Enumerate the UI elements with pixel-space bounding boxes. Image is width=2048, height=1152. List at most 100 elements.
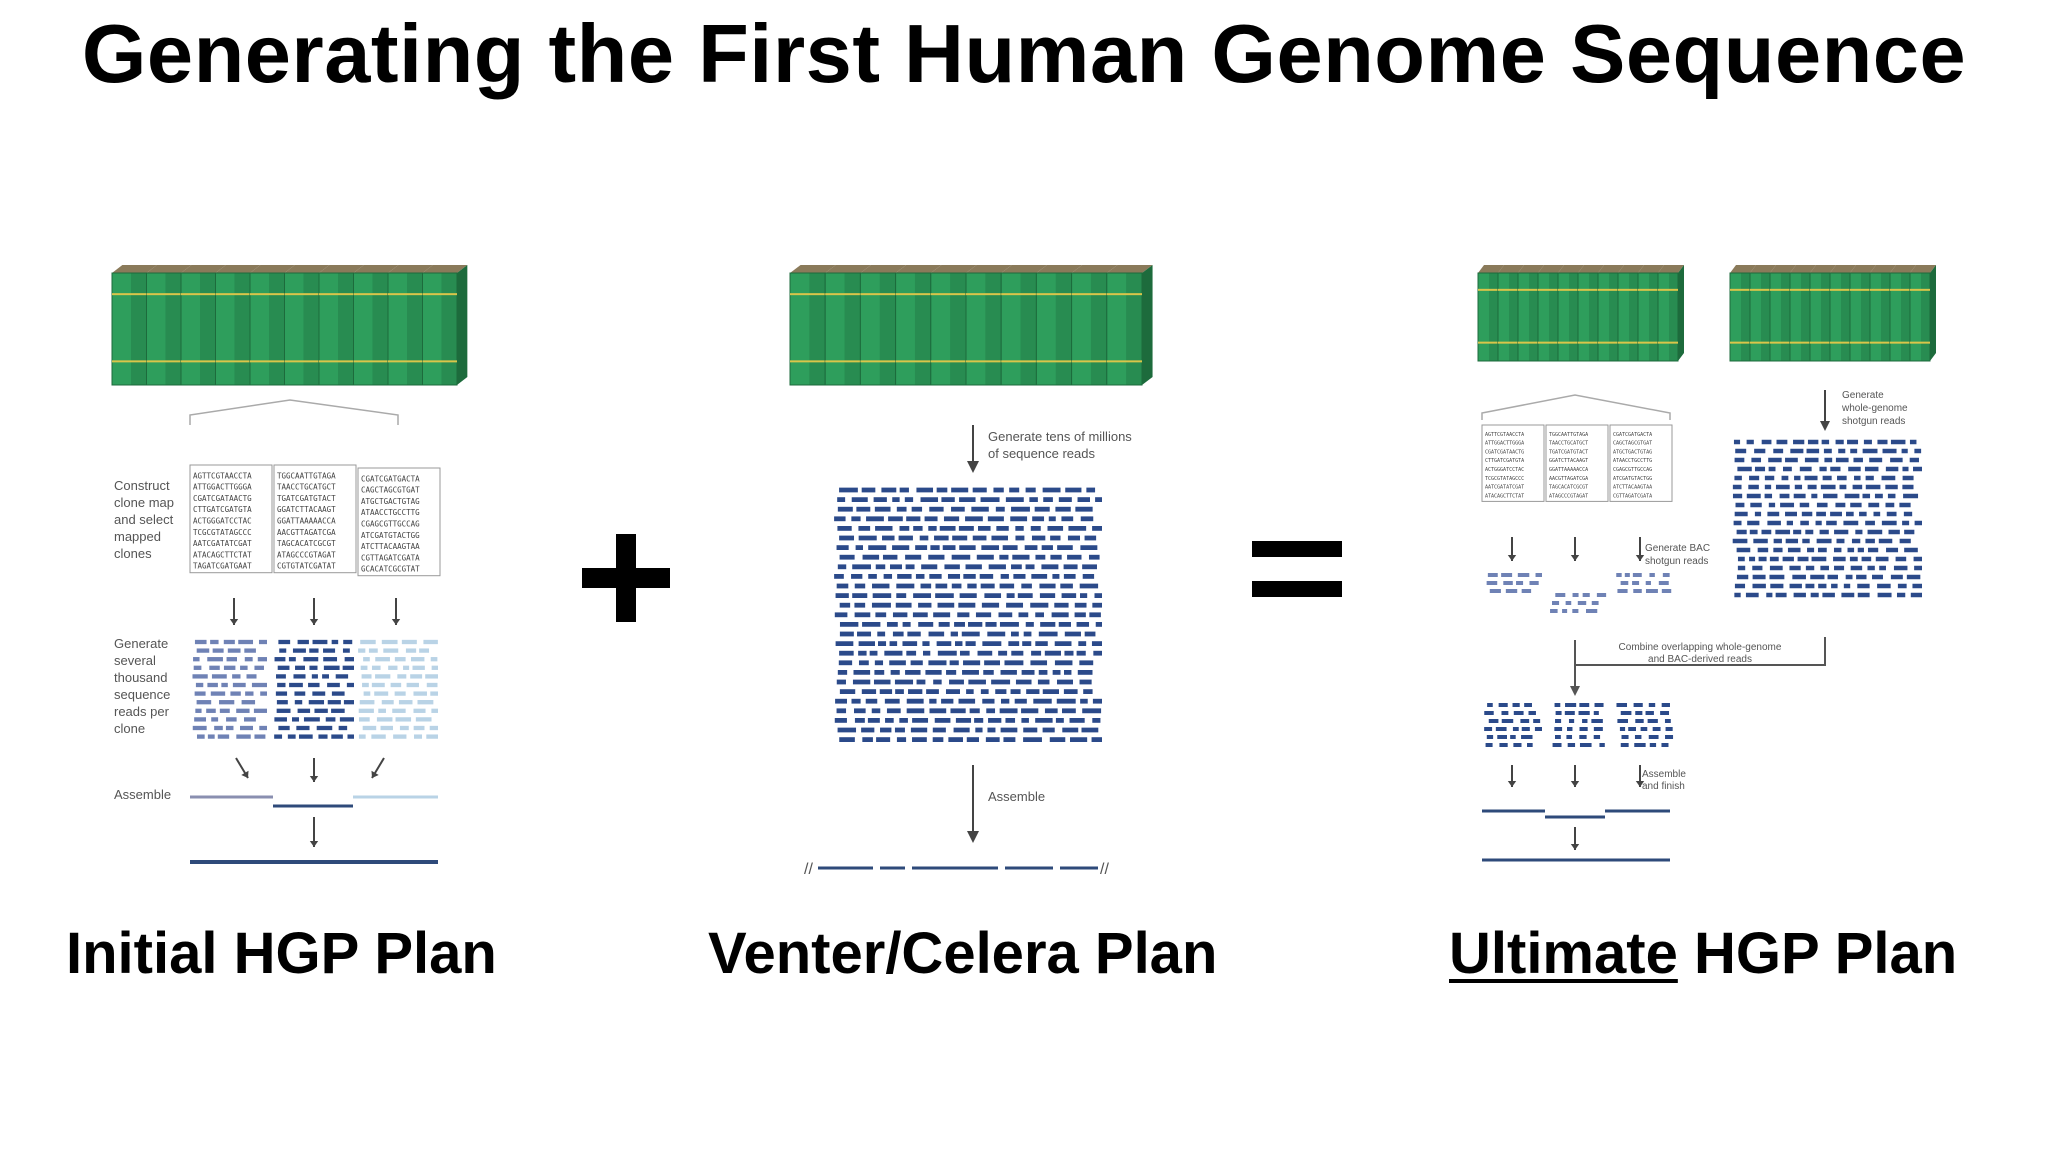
ultimate-word: Ultimate bbox=[1449, 921, 1678, 986]
svg-text:ATCTTACAAGTAA: ATCTTACAAGTAA bbox=[361, 542, 420, 551]
svg-text:TCGCGTATAGCCC: TCGCGTATAGCCC bbox=[193, 528, 252, 537]
svg-text:ATAACCTGCCTTG: ATAACCTGCCTTG bbox=[361, 508, 420, 517]
down-arrow bbox=[967, 831, 979, 843]
clone-reads bbox=[192, 639, 438, 739]
construct-label: Construct clone map and select mapped cl… bbox=[114, 478, 174, 561]
svg-text:TAGCACATCGCGT: TAGCACATCGCGT bbox=[1549, 485, 1588, 491]
arrows bbox=[229, 598, 401, 847]
venter-celera-diagram: Generate tens of millions of sequence re… bbox=[788, 265, 1168, 885]
svg-text:TAGCACATCGCGT: TAGCACATCGCGT bbox=[277, 539, 336, 548]
svg-text:AGTTCGTAACCTA: AGTTCGTAACCTA bbox=[1485, 432, 1524, 438]
svg-text:TCGCGTATAGCCC: TCGCGTATAGCCC bbox=[1485, 476, 1524, 482]
svg-text://: // bbox=[1100, 861, 1109, 878]
svg-text:TGATCGATGTACT: TGATCGATGTACT bbox=[277, 494, 336, 503]
svg-text:clones: clones bbox=[114, 546, 152, 561]
svg-text:and select: and select bbox=[114, 512, 174, 527]
svg-text:ATTGGACTTGGGA: ATTGGACTTGGGA bbox=[193, 483, 252, 492]
svg-text:several: several bbox=[114, 653, 156, 668]
bac-label: Generate BAC shotgun reads bbox=[1645, 543, 1710, 567]
svg-text:CGATCGATAACTG: CGATCGATAACTG bbox=[193, 494, 252, 503]
svg-text:GGATTAAAAACCA: GGATTAAAAACCA bbox=[277, 517, 336, 526]
venter-diagram-svg: Generate tens of millions of sequence re… bbox=[789, 265, 1153, 878]
svg-text:clone map: clone map bbox=[114, 495, 174, 510]
svg-text:Generate BAC: Generate BAC bbox=[1645, 543, 1710, 554]
assembled-genome-line: // // bbox=[804, 861, 1109, 878]
initial-hgp-caption: Initial HGP Plan bbox=[66, 921, 497, 986]
svg-text:GGATCTTACAAGT: GGATCTTACAAGT bbox=[277, 505, 336, 514]
svg-text:thousand: thousand bbox=[114, 670, 168, 685]
equals-operator bbox=[1252, 541, 1342, 597]
svg-text:whole-genome: whole-genome bbox=[1841, 403, 1908, 414]
svg-text:sequence: sequence bbox=[114, 687, 170, 702]
svg-text:ATAACCTGCCTTG: ATAACCTGCCTTG bbox=[1613, 458, 1652, 464]
svg-text:ATGCTGACTGTAG: ATGCTGACTGTAG bbox=[1613, 449, 1652, 455]
bracket-line bbox=[189, 399, 399, 425]
assemble-label: Assemble bbox=[988, 789, 1045, 804]
plus-operator bbox=[582, 534, 670, 622]
ultimate-hgp-caption: Ultimate HGP Plan bbox=[1449, 920, 1957, 987]
svg-text:ACTGGGATCCTAC: ACTGGGATCCTAC bbox=[193, 517, 252, 526]
combine-label: Combine overlapping whole-genome and BAC… bbox=[1619, 642, 1782, 665]
clone-sequence-boxes: AGTTCGTAACCTA ATTGGACTTGGGA CGATCGATAACTG C… bbox=[189, 464, 441, 577]
svg-text:ATCGATGTACTGG: ATCGATGTACTGG bbox=[1613, 476, 1652, 482]
svg-text:AATCGATATCGAT: AATCGATATCGAT bbox=[1485, 485, 1524, 491]
books-genome-icon bbox=[111, 265, 468, 386]
svg-text:CGATCGATGACTA: CGATCGATGACTA bbox=[1613, 432, 1652, 438]
hgp-plan-text: HGP Plan bbox=[1677, 921, 1958, 986]
page-title: Generating the First Human Genome Sequen… bbox=[81, 7, 1967, 100]
bac-reads bbox=[1486, 573, 1672, 613]
svg-text:Generate: Generate bbox=[114, 636, 168, 651]
ultimate-diagram-svg: AGTTCGTAACCTAATTGGACTTGGGACGATCGATAACTGC… bbox=[1477, 265, 1936, 862]
svg-text:GCACATCGCGTAT: GCACATCGCGTAT bbox=[361, 565, 420, 574]
svg-text:ATCGATGTACTGG: ATCGATGTACTGG bbox=[361, 531, 420, 540]
svg-text:clone: clone bbox=[114, 721, 145, 736]
svg-text:CGAGCGTTGCCAG: CGAGCGTTGCCAG bbox=[361, 520, 420, 529]
generate-label: Generate several thousand sequence reads… bbox=[114, 636, 170, 736]
svg-text:AACGTTAGATCGA: AACGTTAGATCGA bbox=[277, 528, 336, 537]
shotgun-reads bbox=[834, 487, 1102, 743]
svg-text:AACGTTAGATCGA: AACGTTAGATCGA bbox=[1549, 476, 1588, 482]
books-genome-icon bbox=[1477, 265, 1684, 362]
svg-text:Generate: Generate bbox=[1842, 390, 1884, 401]
svg-text:ATAGCCCGTAGAT: ATAGCCCGTAGAT bbox=[277, 550, 336, 559]
svg-text:AGTTCGTAACCTA: AGTTCGTAACCTA bbox=[193, 471, 252, 480]
svg-text://: // bbox=[804, 861, 813, 878]
svg-text:CGATCGATGACTA: CGATCGATGACTA bbox=[361, 474, 420, 483]
svg-text:CGATCGATAACTG: CGATCGATAACTG bbox=[1485, 449, 1524, 455]
svg-text:mapped: mapped bbox=[114, 529, 161, 544]
svg-text:ACTGGGATCCTAC: ACTGGGATCCTAC bbox=[1485, 467, 1524, 473]
svg-text:Construct: Construct bbox=[114, 478, 170, 493]
svg-text:AATCGATATCGAT: AATCGATATCGAT bbox=[193, 539, 252, 548]
svg-text:GGATCTTACAAGT: GGATCTTACAAGT bbox=[1549, 458, 1588, 464]
generate-reads-label: Generate tens of millions bbox=[988, 429, 1132, 444]
svg-text:TGGCAATTGTAGA: TGGCAATTGTAGA bbox=[1549, 432, 1588, 438]
wgs-label: Generate whole-genome shotgun reads bbox=[1841, 390, 1908, 427]
svg-text:and finish: and finish bbox=[1642, 781, 1685, 792]
svg-text:TAGATCGATGAAT: TAGATCGATGAAT bbox=[193, 562, 252, 571]
svg-text:ATACAGCTTCTAT: ATACAGCTTCTAT bbox=[1485, 493, 1524, 499]
svg-text:CGAGCGTTGCCAG: CGAGCGTTGCCAG bbox=[1613, 467, 1652, 473]
svg-text:TGATCGATGTACT: TGATCGATGTACT bbox=[1549, 449, 1588, 455]
initial-diagram-svg: Construct clone map and select mapped cl… bbox=[111, 265, 468, 864]
svg-text:CGTTAGATCGATA: CGTTAGATCGATA bbox=[1613, 493, 1652, 499]
svg-text:reads per: reads per bbox=[114, 704, 170, 719]
generate-reads-label-2: of sequence reads bbox=[988, 446, 1095, 461]
combined-reads bbox=[1484, 703, 1674, 747]
clone-sequence-boxes: AGTTCGTAACCTAATTGGACTTGGGACGATCGATAACTGC… bbox=[1481, 424, 1673, 502]
svg-text:CAGCTAGCGTGAT: CAGCTAGCGTGAT bbox=[361, 486, 420, 495]
svg-text:CGTGTATCGATAT: CGTGTATCGATAT bbox=[277, 562, 336, 571]
assemble-finish-label: Assemble and finish bbox=[1642, 769, 1686, 792]
initial-hgp-diagram: Construct clone map and select mapped cl… bbox=[108, 265, 468, 885]
svg-text:CAGCTAGCGTGAT: CAGCTAGCGTGAT bbox=[1613, 441, 1652, 447]
svg-text:shotgun reads: shotgun reads bbox=[1842, 416, 1905, 427]
svg-text:TGGCAATTGTAGA: TGGCAATTGTAGA bbox=[277, 471, 336, 480]
books-genome-icon bbox=[789, 265, 1153, 386]
svg-text:Assemble: Assemble bbox=[1642, 769, 1686, 780]
books-genome-icon bbox=[1729, 265, 1936, 362]
svg-text:CGTTAGATCGATA: CGTTAGATCGATA bbox=[361, 553, 420, 562]
venter-celera-caption: Venter/Celera Plan bbox=[708, 921, 1218, 986]
svg-text:TAACCTGCATGCT: TAACCTGCATGCT bbox=[1549, 441, 1588, 447]
svg-text:CTTGATCGATGTA: CTTGATCGATGTA bbox=[1485, 458, 1524, 464]
svg-text:ATAGCCCGTAGAT: ATAGCCCGTAGAT bbox=[1549, 493, 1588, 499]
